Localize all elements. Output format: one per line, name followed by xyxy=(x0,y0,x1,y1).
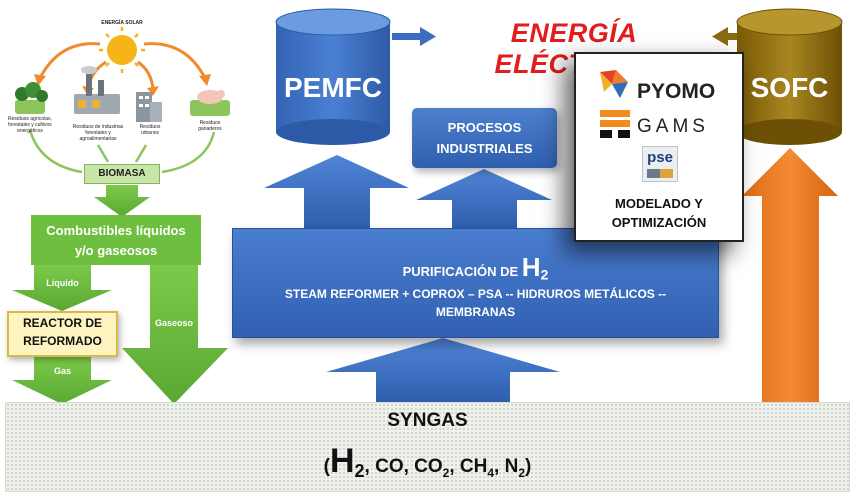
energia-solar-label: ENERGÍA SOLAR xyxy=(101,20,143,26)
gams-logo-icon xyxy=(600,110,630,138)
gas-label: Gas xyxy=(53,366,71,376)
modelado-line1: MODELADO Y xyxy=(615,196,703,211)
procesos-line2: INDUSTRIALES xyxy=(436,141,533,156)
syngas-formula: (H2, CO, CO2, CH4, N2) xyxy=(323,442,532,481)
buildings-icon xyxy=(136,92,162,122)
livestock-icon xyxy=(190,90,230,116)
combustibles-line1: Combustibles líquidos xyxy=(46,223,186,238)
procesos-industriales-box xyxy=(412,108,557,168)
pyomo-logo-icon xyxy=(600,70,628,98)
purif-to-procesos-arrow xyxy=(416,169,552,228)
pemfc-label: PEMFC xyxy=(284,72,382,103)
sun-icon xyxy=(99,27,145,73)
residuos-agricolas-label: Residuos agrícolas, forestales y cultivo… xyxy=(8,116,52,134)
combustibles-box xyxy=(31,215,201,265)
syngas-title: SYNGAS xyxy=(387,410,468,431)
procesos-line1: PROCESOS xyxy=(447,120,522,135)
liquido-label: Líquido xyxy=(46,278,79,288)
sofc-to-energia-arrow xyxy=(712,27,737,46)
pyomo-label: PYOMO xyxy=(637,80,716,103)
purificacion-title: PURIFICACIÓN DE H2 xyxy=(402,252,549,283)
sofc-cylinder xyxy=(736,8,843,145)
syngas-to-sofc-arrow xyxy=(742,148,838,404)
gaseoso-label: Gaseoso xyxy=(154,318,194,328)
purificacion-box xyxy=(232,228,719,338)
biomasa-box xyxy=(84,164,160,184)
reactor-line2: REFORMADO xyxy=(23,334,102,348)
pemfc-cylinder xyxy=(275,8,391,145)
liquido-arrow xyxy=(12,265,112,311)
purificacion-membranas: MEMBRANAS xyxy=(435,305,516,319)
combustibles-line2: y/o gaseosos xyxy=(74,243,158,258)
residuos-ganaderos-label: Residuos ganaderos xyxy=(198,120,222,132)
pse-label: pse xyxy=(647,149,673,166)
factory-icon xyxy=(74,66,120,114)
syngas-band xyxy=(5,402,850,492)
reactor-line1: REACTOR DE xyxy=(22,316,103,330)
gaseoso-arrow xyxy=(122,265,228,404)
reactor-box xyxy=(7,311,118,357)
sofc-label: SOFC xyxy=(750,72,829,103)
pse-logo-icon: pse xyxy=(642,146,678,182)
trees-icon xyxy=(15,82,48,114)
residuos-urbanos-label: Residuos urbanos xyxy=(139,124,161,136)
biomasa-down-arrow xyxy=(94,185,150,217)
pemfc-to-energia-arrow xyxy=(392,27,436,46)
purif-to-pemfc-arrow xyxy=(264,155,409,228)
residuos-industrias-label: Residuos de industrias forestales y agro… xyxy=(72,124,124,142)
purificacion-methods: STEAM REFORMER + COPROX – PSA -- HIDRURO… xyxy=(284,287,667,301)
modelado-line2: OPTIMIZACIÓN xyxy=(611,215,707,230)
biomasa-label: BIOMASA xyxy=(98,168,146,179)
syngas-to-purif-arrow xyxy=(326,338,560,402)
gams-label: GAMS xyxy=(637,116,709,137)
gas-arrow xyxy=(12,357,112,404)
